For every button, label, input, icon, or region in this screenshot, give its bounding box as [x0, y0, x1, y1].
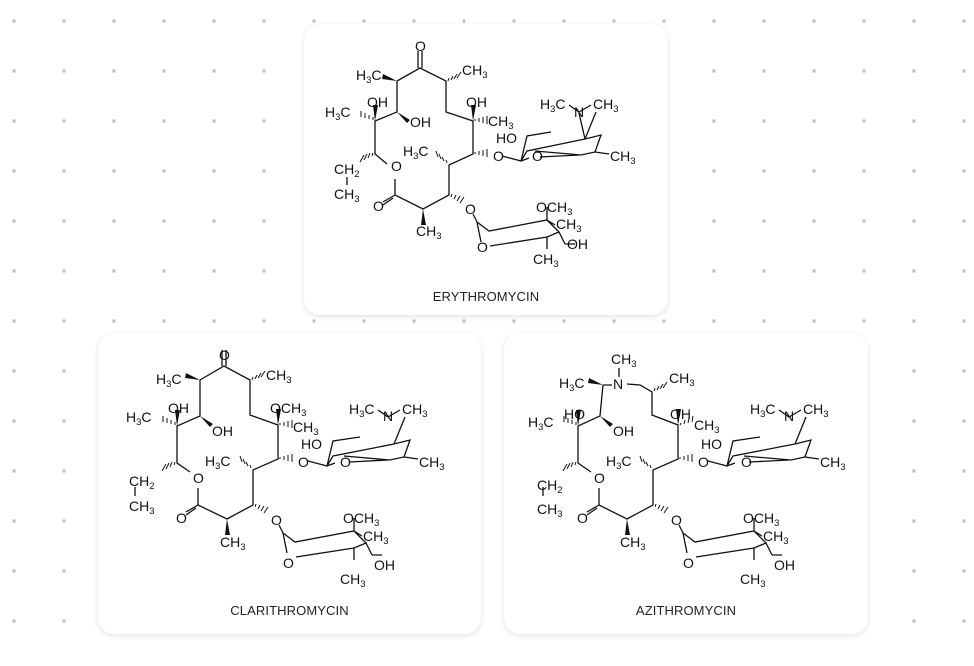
c6-methoxy-label: OCH3 — [270, 400, 306, 419]
glycosidic-o-label: O — [465, 201, 476, 217]
ch3-top-label: CH3 — [669, 370, 695, 389]
erythromycin-caption: ERYTHROMYCIN — [432, 289, 540, 304]
azithromycin-structure: CH3 N H3C CH3 H3C HO OH OH CH3 H3C O CH2… — [528, 351, 846, 590]
ethyl-ch3-label: CH3 — [537, 501, 563, 520]
lactone-o-label: O — [176, 510, 187, 526]
desosamine-ring-o-label: O — [340, 454, 351, 470]
cladinose-oh-label: OH — [567, 236, 588, 252]
h3c-mid-label: H3C — [205, 453, 231, 472]
ketone-o-label: O — [219, 347, 230, 363]
desosamine-ch3-label: CH3 — [820, 454, 846, 473]
desosamine-ho-label: HO — [496, 130, 517, 146]
ring-o-label: O — [594, 470, 605, 486]
desosamine-n-label: N — [784, 408, 794, 424]
c6-methyl-label: CH3 — [694, 417, 720, 436]
glycosidic-o-label: O — [698, 454, 709, 470]
nme-left-label: H3C — [750, 401, 776, 420]
nme-left-label: H3C — [349, 401, 375, 420]
cladinose-och3-label: OCH3 — [536, 199, 572, 218]
cladinose-ch3-low-label: CH3 — [340, 571, 366, 590]
h3c-left-label: H3C — [325, 104, 351, 123]
cladinose-oh-label: OH — [374, 557, 395, 573]
c6-substituent-label: OH — [670, 406, 691, 422]
ethyl-ch2-label: CH2 — [129, 473, 155, 492]
ethyl-ch2-label: CH2 — [334, 161, 360, 180]
glycosidic-o-label: O — [271, 512, 282, 528]
desosamine-ho-label: HO — [301, 436, 322, 452]
oh-label: OH — [613, 423, 634, 439]
cladinose-ch3-label: CH3 — [556, 216, 582, 235]
ch3-top-label: CH3 — [266, 367, 292, 386]
ethyl-ch2-label: CH2 — [537, 477, 563, 496]
c6-methyl-label: CH3 — [293, 419, 319, 438]
azithromycin-caption: AZITHROMYCIN — [635, 603, 737, 618]
h3c-left-label: H3C — [126, 409, 152, 428]
clarithromycin-caption: CLARITHROMYCIN — [230, 603, 349, 618]
ring-n-label: N — [613, 376, 623, 392]
ethyl-ch3-label: CH3 — [334, 186, 360, 205]
cladinose-ch3-low-label: CH3 — [533, 251, 559, 270]
desosamine-ring-o-label: O — [741, 454, 752, 470]
ch3-bottom-label: CH3 — [416, 223, 442, 242]
glycosidic-o-label: O — [493, 148, 504, 164]
glycosidic-o-label: O — [671, 512, 682, 528]
cladinose-oh-label: OH — [774, 557, 795, 573]
erythromycin-structure: O H3C CH3 H3C OH OH OH CH3 H3C O CH2 CH3… — [325, 38, 636, 270]
cladinose-ch3-low-label: CH3 — [740, 571, 766, 590]
azithromycin-card: CH3 N H3C CH3 H3C HO OH OH CH3 H3C O CH2… — [504, 333, 868, 634]
n-methyl-label: CH3 — [611, 351, 637, 370]
cladinose-ring-o-label: O — [477, 239, 488, 255]
desosamine-ho-label: HO — [701, 436, 722, 452]
c6-methyl-label: CH3 — [488, 113, 514, 132]
desosamine-ch3-label: CH3 — [610, 148, 636, 167]
nme-right-label: CH3 — [593, 96, 619, 115]
cladinose-ring-o-label: O — [283, 555, 294, 571]
lactone-o-label: O — [577, 510, 588, 526]
lactone-o-label: O — [373, 198, 384, 214]
h3c-top-label: H3C — [156, 371, 182, 390]
h3c-mid-label: H3C — [403, 143, 429, 162]
c6-substituent-label: OH — [466, 94, 487, 110]
erythromycin-card: O H3C CH3 H3C OH OH OH CH3 H3C O CH2 CH3… — [304, 24, 668, 315]
ho-label: HO — [564, 406, 585, 422]
desosamine-ch3-label: CH3 — [419, 454, 445, 473]
oh-label: OH — [168, 400, 189, 416]
cladinose-ch3-label: CH3 — [363, 528, 389, 547]
nme-left-label: H3C — [540, 96, 566, 115]
oh-label: OH — [212, 423, 233, 439]
desosamine-ring-o-label: O — [532, 148, 543, 164]
cladinose-ring-o-label: O — [683, 555, 694, 571]
ketone-o-label: O — [415, 38, 426, 54]
desosamine-n-label: N — [383, 408, 393, 424]
oh-label: OH — [367, 94, 388, 110]
cladinose-och3-label: OCH3 — [743, 510, 779, 529]
nme-right-label: CH3 — [402, 401, 428, 420]
h3c-mid-label: H3C — [606, 453, 632, 472]
ch3-top-label: CH3 — [462, 62, 488, 81]
clarithromycin-structure: O H3C CH3 H3C OH OH OCH3 CH3 H3C O CH2 C… — [126, 347, 445, 590]
nme-right-label: CH3 — [803, 401, 829, 420]
ch3-bottom-label: CH3 — [620, 534, 646, 553]
glycosidic-o-label: O — [298, 454, 309, 470]
oh-label: OH — [410, 114, 431, 130]
h3c-top-label: H3C — [559, 375, 585, 394]
h3c-top-label: H3C — [356, 67, 382, 86]
desosamine-n-label: N — [574, 104, 584, 120]
ethyl-ch3-label: CH3 — [129, 498, 155, 517]
clarithromycin-card: O H3C CH3 H3C OH OH OCH3 CH3 H3C O CH2 C… — [98, 333, 481, 634]
ch3-bottom-label: CH3 — [220, 534, 246, 553]
cladinose-och3-label: OCH3 — [343, 510, 379, 529]
h3c-left-label: H3C — [528, 414, 554, 433]
cladinose-ch3-label: CH3 — [763, 528, 789, 547]
ring-o-label: O — [193, 470, 204, 486]
ring-o-label: O — [391, 158, 402, 174]
